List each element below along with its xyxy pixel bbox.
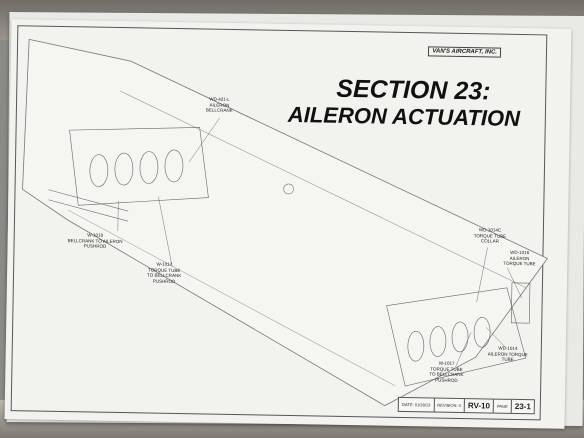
paper-stack: VAN'S AIRCRAFT, INC. SECTION 23: AILERON… bbox=[4, 11, 584, 429]
title-block-page-number: 23-1 bbox=[510, 399, 534, 414]
title-block: DATE: 01/28/13 REVISION: 0 RV-10 PAGE 23… bbox=[398, 396, 535, 415]
callout-wd-1014: WD-1014 AILERON TORQUE TUBE bbox=[487, 345, 528, 362]
wing-drawing bbox=[22, 38, 549, 407]
inspection-hole bbox=[283, 183, 294, 195]
title-block-revision: REVISION: 0 bbox=[433, 398, 464, 413]
inboard-ribs bbox=[48, 127, 209, 222]
title-block-page-label: PAGE bbox=[492, 399, 511, 413]
leading-edge-line bbox=[68, 209, 396, 387]
callout-wd-1014c: WD-1014C TORQUE TUBE COLLAR bbox=[473, 227, 507, 244]
callout-w-1017-outboard: W-1017 TORQUE TUBE TO BELLCRANK PUSHROD bbox=[429, 360, 464, 383]
spar-line bbox=[120, 90, 528, 289]
drawing-sheet: VAN'S AIRCRAFT, INC. SECTION 23: AILERON… bbox=[4, 19, 572, 429]
wing-outline bbox=[22, 38, 549, 407]
outboard-ribs bbox=[386, 282, 531, 387]
callout-w-1018: W-1018 BELLCRANK TO AILERON PUSHROD bbox=[67, 232, 123, 249]
leader-lines bbox=[117, 117, 522, 367]
title-block-date: DATE: 01/28/13 bbox=[402, 401, 431, 408]
callout-wd-421-l: WD-421-L AILERON BELLCRANK bbox=[205, 96, 233, 113]
title-block-model: RV-10 bbox=[463, 399, 494, 413]
callout-wd-1016: WD-1016 AILERON TORQUE TUBE bbox=[503, 249, 536, 267]
callout-w-1017-inboard: W-1017 TORQUE TUBE TO BELLCRANK PUSHROD bbox=[147, 261, 182, 284]
